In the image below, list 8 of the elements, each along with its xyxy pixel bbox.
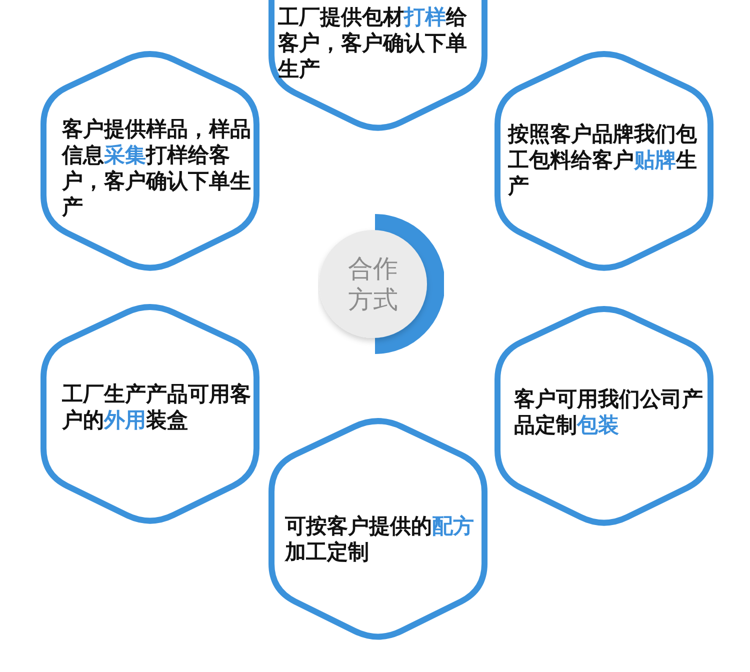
description-text: 按照客户品牌我们包工包料给客户贴牌生产	[508, 121, 698, 199]
description-text: 工厂生产产品可用客户的外用装盒	[62, 381, 252, 433]
description-text: 工厂提供包材打样给客户，客户确认下单生产	[278, 4, 468, 82]
description-text: 客户可用我们公司产品定制包装	[514, 386, 704, 438]
description-text: 客户提供样品，样品信息采集打样给客户，客户确认下单生产	[62, 116, 252, 220]
description-text: 可按客户提供的配方加工定制	[285, 513, 475, 565]
center-label: 合作方式	[347, 253, 399, 315]
center-circle	[318, 214, 444, 354]
